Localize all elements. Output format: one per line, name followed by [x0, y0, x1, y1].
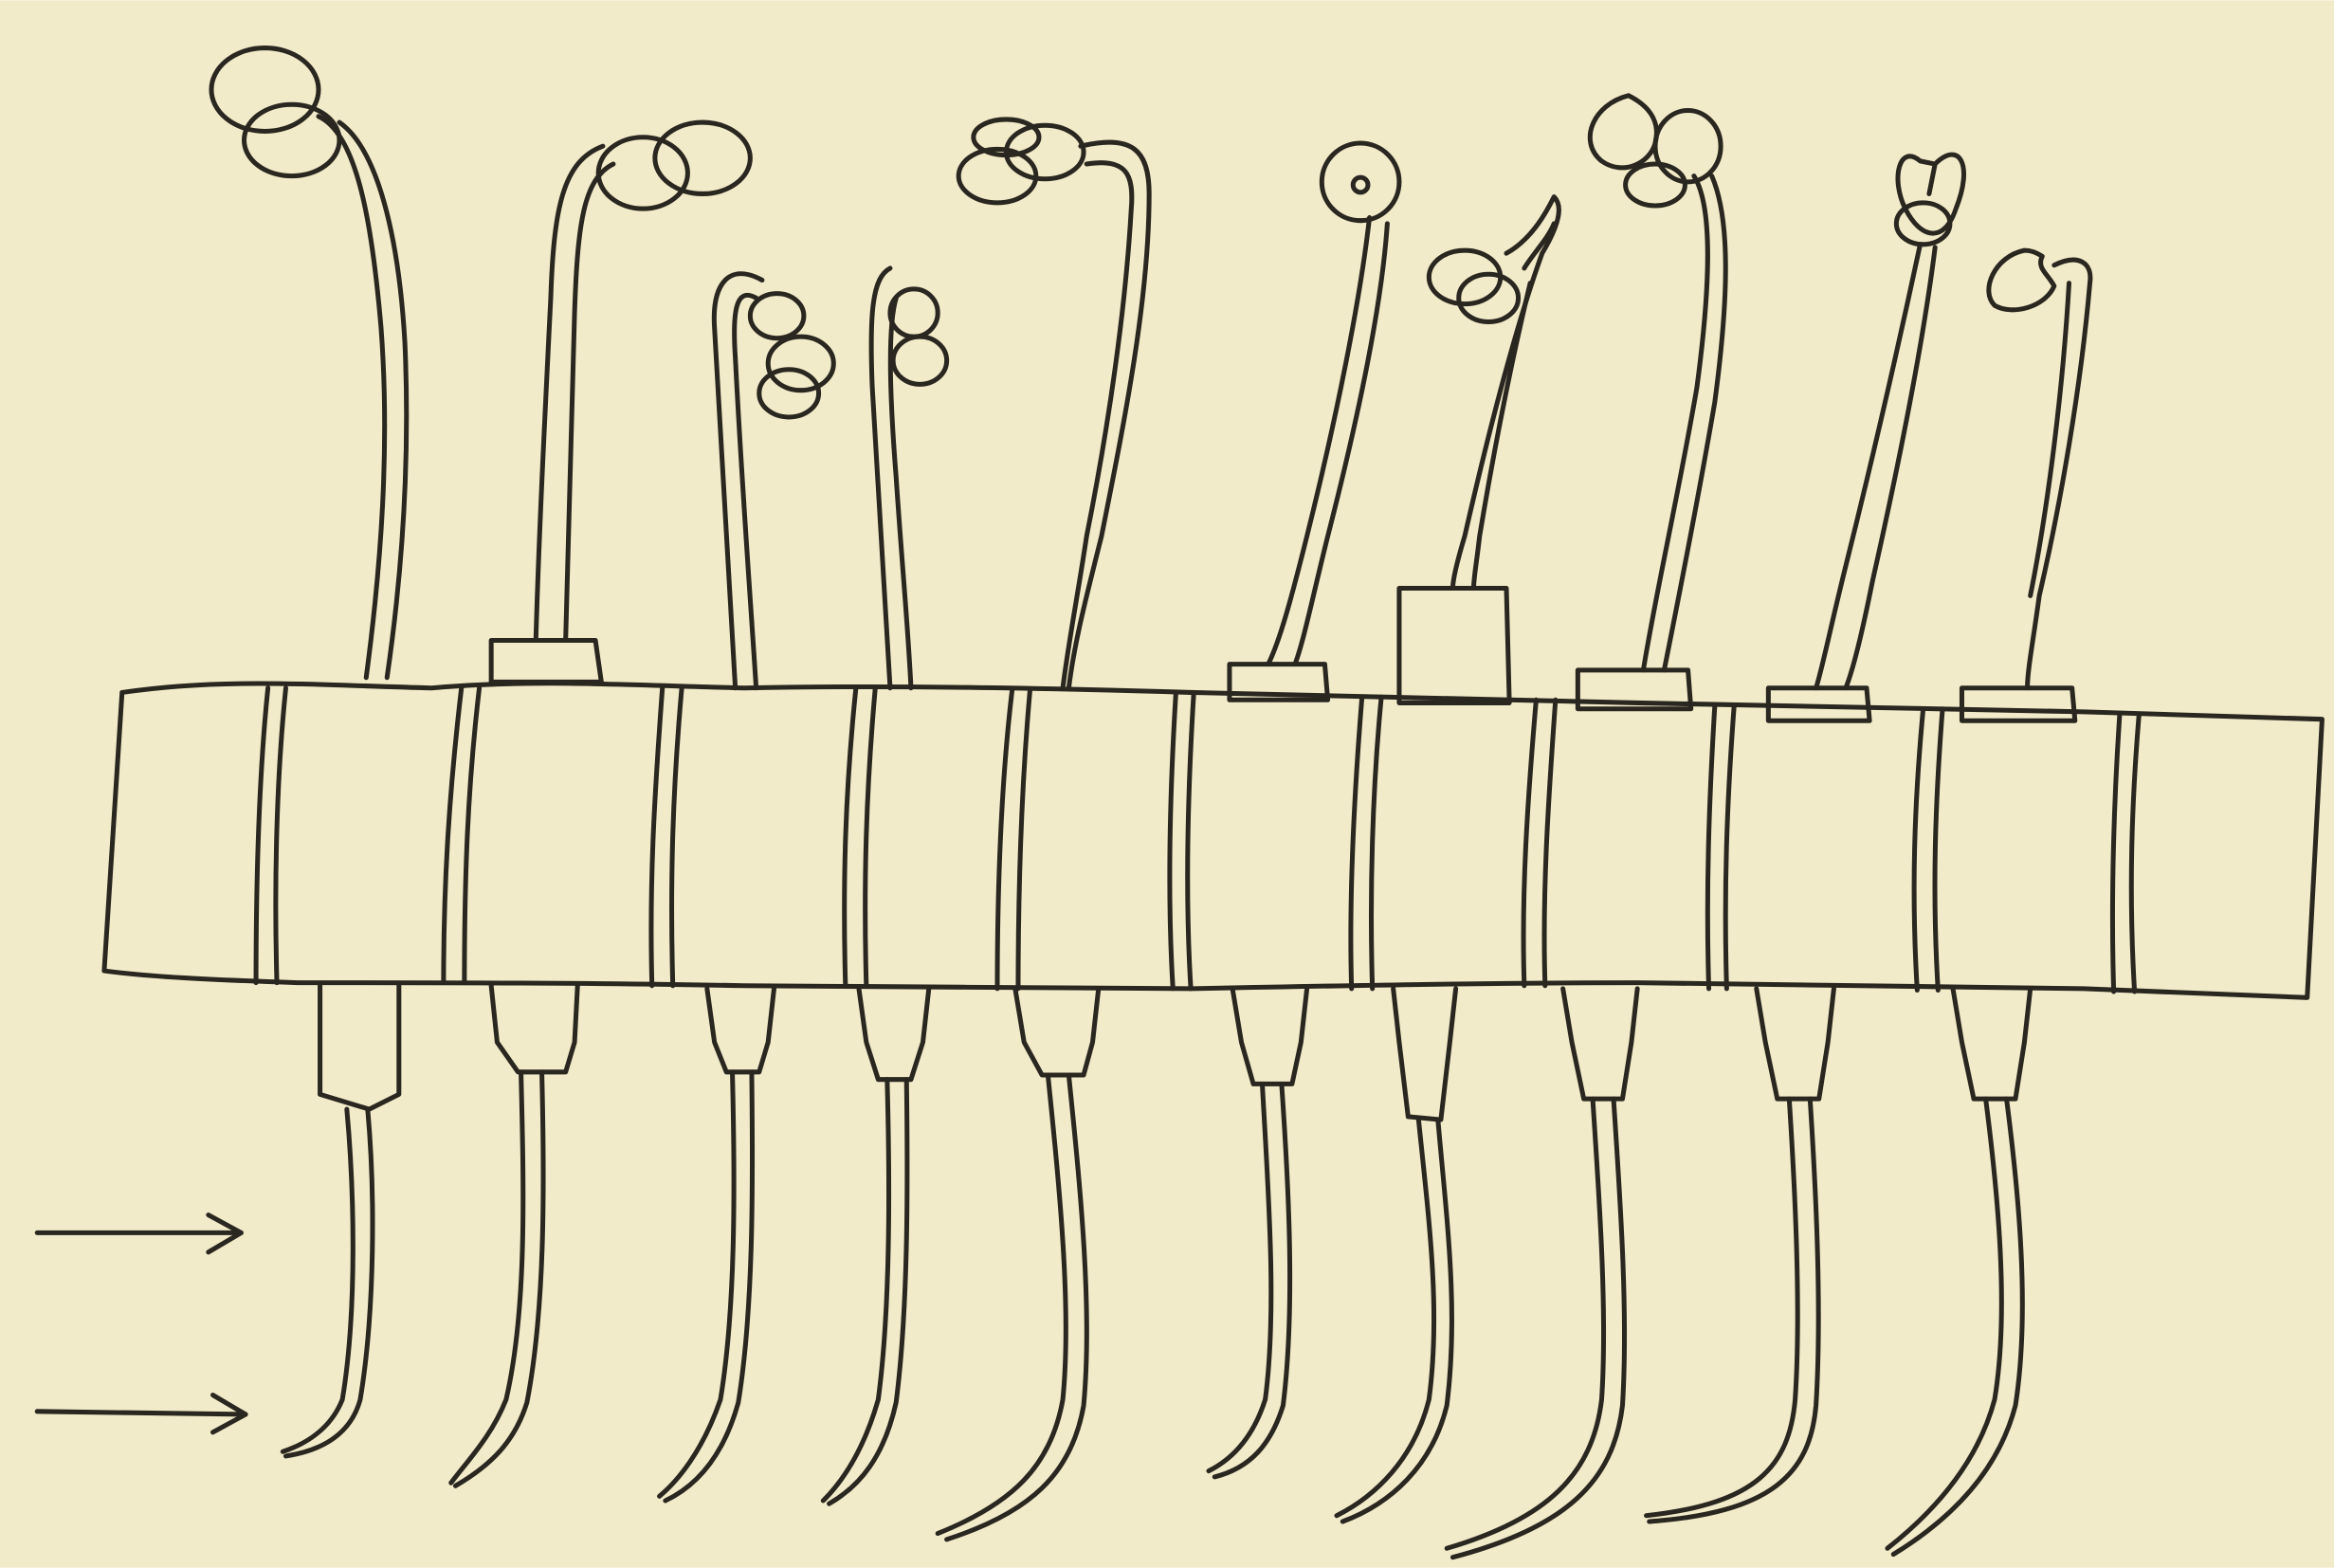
illustration [0, 0, 2334, 1568]
seedling-illustration [0, 0, 2334, 1568]
